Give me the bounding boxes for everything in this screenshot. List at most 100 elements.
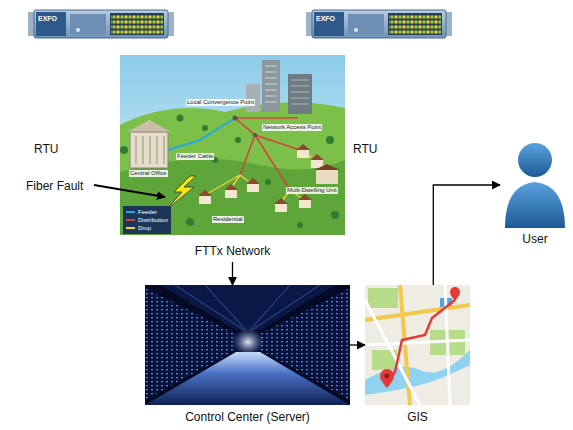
- fttx-illustration: [275, 204, 287, 212]
- fttx-illustration: [198, 144, 340, 212]
- legend-text: Drop: [138, 224, 151, 232]
- rtu-device: [76, 28, 80, 32]
- fttx-illustration: [288, 74, 312, 114]
- fttx-illustration: [120, 55, 345, 235]
- rtu-device: [36, 12, 66, 36]
- gis-map-box: GIS: [365, 285, 470, 428]
- rtu-device: [34, 10, 168, 38]
- user-icon-box: User: [500, 138, 570, 250]
- gis-map-illustration: [365, 285, 470, 405]
- legend-row: Feeder: [126, 208, 168, 216]
- fttx-illustration: [120, 55, 345, 235]
- map-annotation: Residential: [212, 216, 244, 223]
- node-caption: FTTx Network: [195, 244, 270, 258]
- fttx-illustration: [265, 66, 277, 102]
- fttx-illustration: [296, 144, 310, 150]
- gis-map-illustration: [368, 288, 398, 308]
- server-room-illustration: [232, 328, 264, 356]
- rtu-device: [28, 10, 174, 38]
- gis-map-illustration: [387, 300, 455, 383]
- legend-row: Distribution: [126, 216, 168, 224]
- fttx-illustration: [177, 115, 184, 122]
- fttx-illustration: [120, 146, 128, 154]
- fttx-illustration: [136, 136, 164, 164]
- legend-swatch: [126, 227, 135, 229]
- map-annotation: Local Convergence Point: [186, 99, 255, 106]
- rtu-device: [110, 13, 164, 35]
- map-annotation: Central Office: [129, 170, 168, 177]
- fttx-illustration: [166, 176, 196, 210]
- gis-map-illustration: [380, 369, 394, 388]
- flow-arrow: [232, 262, 233, 285]
- gis-map-illustration: [365, 285, 470, 405]
- fttx-illustration: [291, 80, 309, 104]
- server-room-illustration: [160, 285, 335, 330]
- map-annotation: Network Access Point: [262, 124, 322, 131]
- user-icon: [518, 143, 552, 177]
- fttx-illustration: [310, 154, 324, 160]
- server-room-illustration: [145, 285, 350, 405]
- user-icon: [505, 143, 565, 228]
- map-annotation: Feeder Cable: [176, 153, 214, 160]
- gis-map-illustration: [365, 285, 470, 405]
- rtu-device: [70, 14, 106, 34]
- legend-text: Distribution: [138, 216, 168, 224]
- node-caption: User: [522, 232, 547, 246]
- user-icon: [505, 182, 565, 228]
- brand-mark: EXFO: [38, 15, 57, 23]
- fttx-illustration: [224, 184, 238, 190]
- fttx-illustration: [246, 84, 260, 112]
- node-caption: Control Center (Server): [185, 410, 310, 424]
- gis-map-illustration: [385, 374, 390, 379]
- fttx-illustration: [265, 179, 271, 185]
- fttx-illustration: [199, 196, 211, 204]
- fault-pointer: [94, 185, 165, 197]
- flow-arrow: [433, 185, 500, 285]
- rtu-device: [111, 14, 163, 34]
- rtu-device: [168, 12, 174, 36]
- legend-swatch: [126, 219, 135, 221]
- legend-text: Feeder: [138, 208, 157, 216]
- gis-map-illustration: [450, 287, 460, 301]
- fttx-illustration: [233, 116, 238, 121]
- fttx-illustration: [299, 200, 311, 208]
- legend-box: FeederDistributionDrop: [123, 206, 171, 234]
- fttx-illustration: [314, 164, 340, 170]
- fttx-illustration: [127, 120, 171, 132]
- device-label: RTU: [353, 143, 377, 157]
- fttx-illustration: [331, 211, 339, 219]
- brand-mark: EXFO: [316, 15, 335, 23]
- fttx-illustration: [274, 198, 288, 204]
- map-annotation: Multi-Dwelling Unit: [286, 187, 338, 194]
- fttx-illustration: [168, 118, 235, 150]
- fttx-illustration: [120, 115, 339, 229]
- fttx-illustration: [120, 102, 345, 235]
- legend-swatch: [126, 211, 135, 213]
- server-image-box: Control Center (Server): [145, 285, 350, 428]
- fttx-illustration: [205, 150, 316, 204]
- server-room-illustration: [145, 352, 350, 405]
- server-room-illustration: [145, 285, 350, 405]
- fttx-illustration: [247, 184, 259, 192]
- fttx-illustration: [235, 137, 241, 143]
- fttx-illustration: [297, 222, 303, 228]
- fttx-illustration: [120, 159, 345, 235]
- fttx-illustration: [297, 150, 309, 158]
- fttx-illustration: [186, 218, 194, 226]
- fttx-illustration: [253, 133, 257, 137]
- device-label: RTU: [34, 143, 58, 157]
- flow-arrow: [350, 344, 365, 345]
- fttx-illustration: [202, 125, 208, 131]
- fttx-illustration: [298, 194, 312, 200]
- fttx-illustration: [246, 178, 260, 184]
- fttx-illustration: [198, 190, 212, 196]
- fttx-illustration: [316, 170, 338, 184]
- server-room-illustration: [175, 285, 320, 330]
- rtu-device: [306, 10, 452, 38]
- fttx-illustration: [130, 132, 168, 168]
- gis-map-illustration: [365, 285, 470, 405]
- gis-map-illustration: [365, 350, 470, 395]
